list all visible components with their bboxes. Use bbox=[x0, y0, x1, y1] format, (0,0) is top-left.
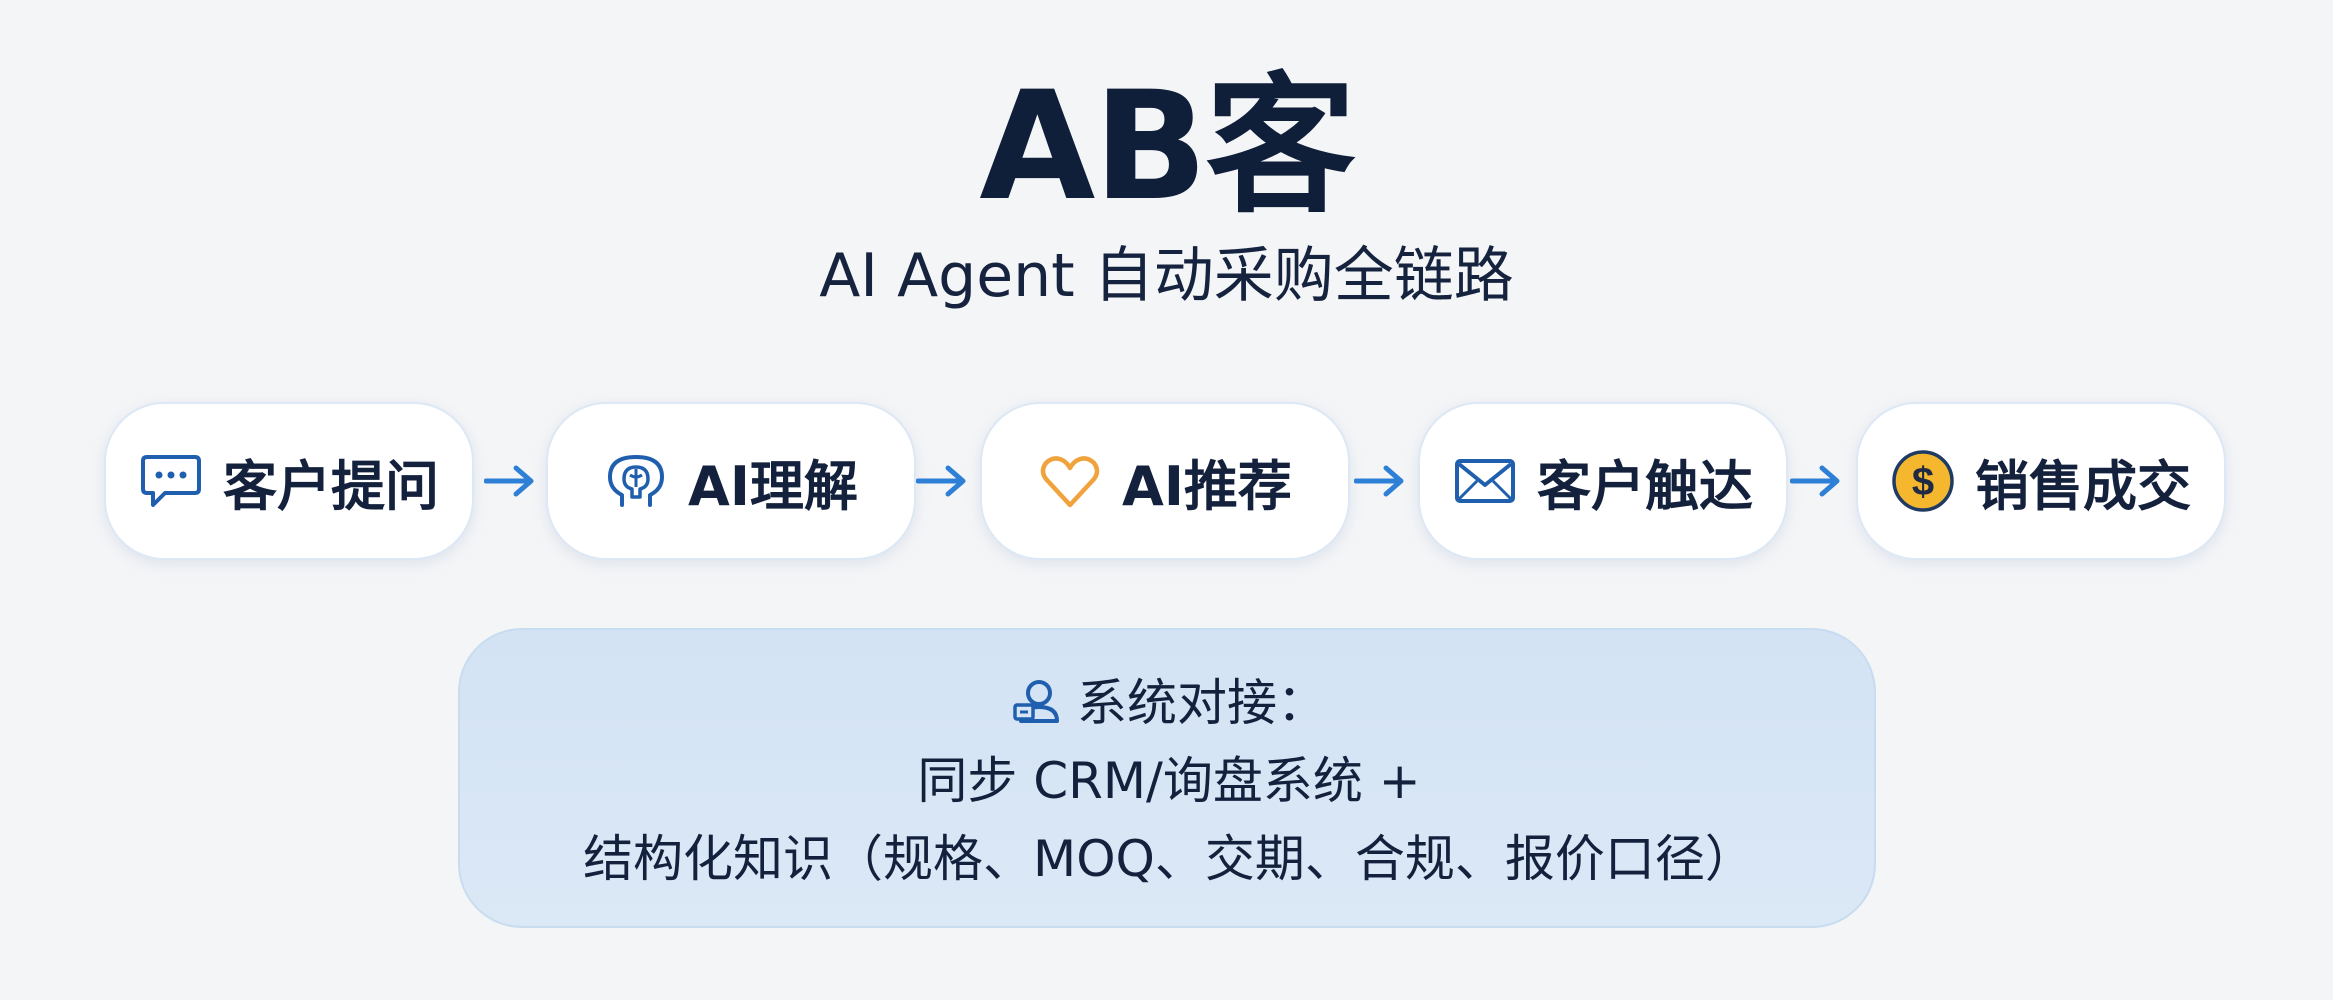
flow-step-customer-reach: 客户触达 bbox=[1418, 402, 1788, 560]
head-brain-icon bbox=[604, 449, 668, 513]
flow-step-ai-recommend: AI推荐 bbox=[980, 402, 1350, 560]
heart-icon bbox=[1038, 449, 1102, 513]
page-subtitle: AI Agent 自动采购全链路 bbox=[819, 241, 1514, 311]
flow-step-ai-understand: AI理解 bbox=[546, 402, 916, 560]
panel-line-sync: 同步 CRM/询盘系统 + bbox=[917, 752, 1421, 810]
chat-bubble-icon bbox=[139, 449, 203, 513]
envelope-icon bbox=[1453, 449, 1517, 513]
flow-step-sales-deal: $ 销售成交 bbox=[1856, 402, 2226, 560]
flow-step-customer-question: 客户提问 bbox=[104, 402, 474, 560]
panel-heading-row: 系统对接： bbox=[460, 670, 1878, 736]
flow-step-label: 销售成交 bbox=[1975, 454, 2191, 518]
flow-step-label: AI推荐 bbox=[1122, 454, 1292, 518]
system-integration-panel: 系统对接： 同步 CRM/询盘系统 + 结构化知识（规格、MOQ、交期、合规、报… bbox=[458, 628, 1876, 928]
process-flow: 客户提问 AI理解 bbox=[0, 402, 2333, 562]
arrow-right-icon bbox=[1354, 465, 1404, 497]
panel-line-knowledge: 结构化知识（规格、MOQ、交期、合规、报价口径） bbox=[583, 830, 1755, 888]
arrow-right-icon bbox=[916, 465, 966, 497]
flow-step-label: 客户提问 bbox=[223, 454, 439, 518]
flow-step-label: AI理解 bbox=[688, 454, 858, 518]
page-title: AB客 bbox=[979, 60, 1355, 234]
arrow-right-icon bbox=[484, 465, 534, 497]
svg-text:$: $ bbox=[1912, 460, 1934, 504]
flow-step-label: 客户触达 bbox=[1537, 454, 1753, 518]
system-user-icon bbox=[1011, 677, 1063, 729]
dollar-coin-icon: $ bbox=[1891, 449, 1955, 513]
arrow-right-icon bbox=[1790, 465, 1840, 497]
panel-heading: 系统对接： bbox=[1077, 674, 1327, 732]
